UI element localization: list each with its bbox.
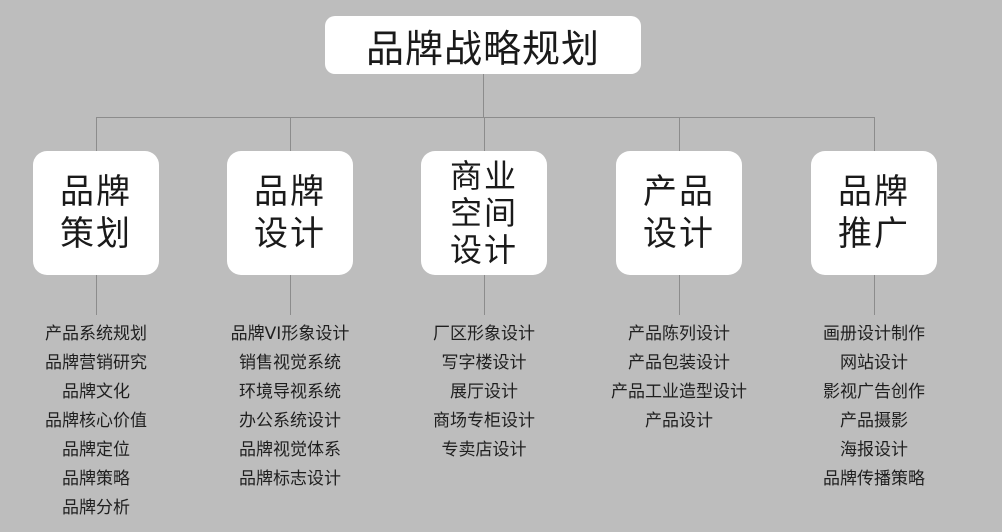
branch-item-list-product-design: 产品陈列设计 产品包装设计 产品工业造型设计 产品设计 [584,320,774,436]
branch-label-line: 商业 [449,156,518,195]
branch-item-list-brand-planning: 产品系统规划 品牌营销研究 品牌文化 品牌核心价值 品牌定位 品牌策略 品牌分析 [1,320,191,523]
list-item: 产品陈列设计 [628,324,730,344]
list-item: 品牌文化 [62,382,130,402]
list-item: 品牌核心价值 [45,411,147,431]
branch-tail-connector-4 [679,275,680,315]
branch-label-line: 品牌 [60,172,132,212]
list-item: 产品设计 [645,411,713,431]
branch-label-line: 设计 [449,230,518,269]
branch-item-list-brand-design: 品牌VI形象设计 销售视觉系统 环境导视系统 办公系统设计 品牌视觉体系 品牌标… [195,320,385,494]
branch-item-list-brand-promotion: 画册设计制作 网站设计 影视广告创作 产品摄影 海报设计 品牌传播策略 [779,320,969,494]
branch-node-brand-design: 品牌 设计 [227,151,353,275]
list-item: 海报设计 [840,440,908,460]
list-item: 办公系统设计 [239,411,341,431]
branch-label-line: 推广 [838,214,910,254]
branch-node-commercial-space-design: 商业 空间 设计 [421,151,547,275]
branch-drop-connector-3 [484,117,485,151]
branch-label-line: 设计 [254,214,326,254]
branch-label-line: 产品 [643,172,715,212]
branch-node-product-design: 产品 设计 [616,151,742,275]
list-item: 网站设计 [840,353,908,373]
list-item: 画册设计制作 [823,324,925,344]
list-item: 厂区形象设计 [433,324,535,344]
branch-tail-connector-3 [484,275,485,315]
root-node: 品牌战略规划 [325,16,641,74]
branch-tail-connector-1 [96,275,97,315]
branch-node-brand-promotion: 品牌 推广 [811,151,937,275]
branch-tail-connector-5 [874,275,875,315]
list-item: 环境导视系统 [239,382,341,402]
branch-drop-connector-1 [96,117,97,151]
list-item: 专卖店设计 [441,440,527,460]
branch-tail-connector-2 [290,275,291,315]
list-item: 品牌营销研究 [45,353,147,373]
list-item: 产品系统规划 [45,324,147,344]
list-item: 商场专柜设计 [433,411,535,431]
list-item: 品牌定位 [62,440,130,460]
list-item: 品牌标志设计 [239,469,341,489]
branch-node-brand-planning: 品牌 策划 [33,151,159,275]
branch-drop-connector-2 [290,117,291,151]
list-item: 销售视觉系统 [239,353,341,373]
list-item: 品牌传播策略 [823,469,925,489]
list-item: 品牌视觉体系 [239,440,341,460]
list-item: 写字楼设计 [441,353,527,373]
list-item: 产品摄影 [840,411,908,431]
list-item: 品牌策略 [62,469,130,489]
root-title: 品牌战略规划 [365,26,600,71]
branch-drop-connector-5 [874,117,875,151]
branch-label-line: 策划 [60,214,132,254]
list-item: 品牌分析 [62,498,130,518]
branch-label-line: 设计 [643,214,715,254]
branch-label-line: 品牌 [838,172,910,212]
branch-item-list-commercial-space-design: 厂区形象设计 写字楼设计 展厅设计 商场专柜设计 专卖店设计 [389,320,579,465]
list-item: 品牌VI形象设计 [230,324,350,344]
branch-drop-connector-4 [679,117,680,151]
list-item: 产品包装设计 [628,353,730,373]
list-item: 产品工业造型设计 [611,382,747,402]
branch-label-line: 品牌 [254,172,326,212]
horizontal-bus-connector [96,117,875,118]
root-stem-connector [483,74,484,118]
list-item: 展厅设计 [450,382,518,402]
list-item: 影视广告创作 [823,382,925,402]
branch-label-line: 空间 [449,193,518,232]
